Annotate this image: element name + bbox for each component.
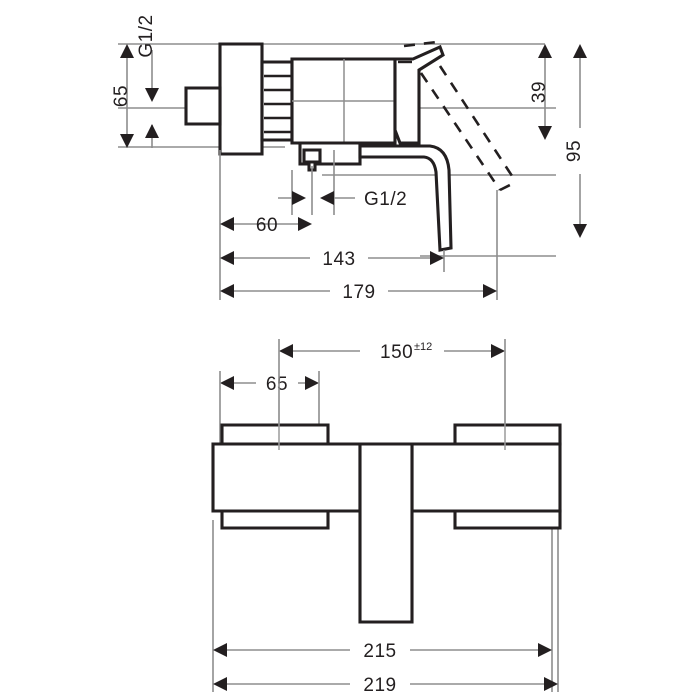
dimension-39-vertical: 39 [529,44,552,140]
bottom-view-group: 150 ±12 65 [211,338,562,697]
dimension-65-vertical: 65 [111,44,134,148]
dimension-label-g12-vertical: G1/2 [136,14,157,57]
dimension-label-150: 150 [380,342,413,363]
wall-mount-flange [184,42,264,156]
lever-open-position-dashed [403,40,518,192]
spout [358,144,453,252]
dimension-label-215: 215 [363,641,396,662]
bottom-view-center-marks [278,400,506,450]
dimension-95-vertical: 95 [564,44,592,238]
mixer-front-body [211,423,562,624]
dimension-label-179: 179 [342,282,375,303]
dimension-143: 143 [220,246,444,270]
dimension-219: 219 [213,671,558,697]
top-view-group: 65 G1/2 G1/2 [111,14,592,303]
top-view-extension-verticals [219,150,498,300]
dimension-179: 179 [220,279,497,303]
dimension-label-143: 143 [322,249,355,270]
mixer-body [290,57,397,172]
dimension-label-60: 60 [256,215,278,236]
dimension-215: 215 [213,637,552,663]
dimension-label-219: 219 [363,675,396,696]
lever-handle [393,44,445,145]
dimension-label-g12-horizontal: G1/2 [364,189,407,210]
dimension-label-39: 39 [529,81,550,103]
dimension-60: 60 [220,215,312,236]
dimension-label-65-height: 65 [111,85,132,107]
dimension-label-65-width: 65 [266,374,288,395]
dimension-label-95: 95 [564,140,585,162]
connector-nut [260,60,294,142]
dimension-inner-arrows: G1/2 [278,189,407,210]
dimension-g12-vertical: G1/2 [136,14,159,148]
dimension-label-150-tolerance: ±12 [414,341,432,353]
dimension-65-horizontal: 65 [220,371,319,395]
dimension-150-tolerance: 150 ±12 [279,338,505,364]
